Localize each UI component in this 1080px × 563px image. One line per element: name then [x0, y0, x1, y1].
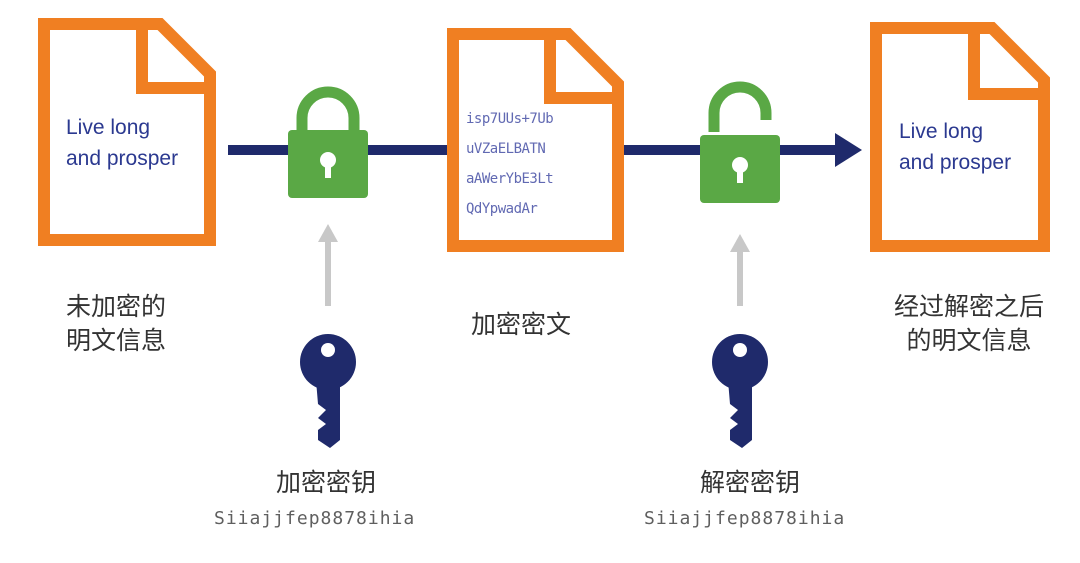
text-line: QdYpwadAr: [466, 201, 538, 217]
decrypt-key-value: Siiajjfep8878ihia: [644, 508, 846, 529]
ciphertext-document-icon: [447, 28, 624, 252]
encrypt-key-arrow: [318, 224, 338, 306]
decrypted-content: Live long and prosper: [899, 116, 1011, 178]
encrypt-key-value: Siiajjfep8878ihia: [214, 508, 416, 529]
decrypt-key-label: 解密密钥: [700, 468, 801, 497]
decrypt-key-arrow: [730, 234, 750, 306]
text-line: and prosper: [899, 151, 1012, 174]
plaintext-document-icon: [38, 18, 216, 246]
open-lock-icon: [700, 81, 780, 203]
label-line: 经过解密之后: [893, 292, 1044, 321]
encrypt-key-icon: [300, 334, 356, 448]
ciphertext-content: isp7UUs+7Ub uVZaELBATN aAWerYbE3Lt QdYpw…: [466, 104, 554, 224]
decrypt-key-icon: [712, 334, 768, 448]
decrypted-label: 经过解密之后 的明文信息: [884, 290, 1054, 358]
text-line: Live long: [899, 120, 984, 143]
decrypted-document-icon: [870, 22, 1050, 252]
plaintext-label: 未加密的 明文信息: [66, 290, 166, 358]
text-line: and prosper: [66, 147, 179, 170]
label-line: 的明文信息: [906, 326, 1032, 355]
label-line: 未加密的: [66, 292, 167, 321]
ciphertext-label: 加密密文: [471, 310, 572, 339]
text-line: isp7UUs+7Ub: [466, 111, 554, 127]
text-line: uVZaELBATN: [466, 141, 546, 157]
label-line: 明文信息: [66, 326, 167, 355]
encrypt-key-label: 加密密钥: [276, 468, 377, 497]
plaintext-content: Live long and prosper: [66, 112, 178, 174]
text-line: Live long: [66, 116, 151, 139]
text-line: aAWerYbE3Lt: [466, 171, 554, 187]
closed-lock-icon: [288, 86, 368, 198]
